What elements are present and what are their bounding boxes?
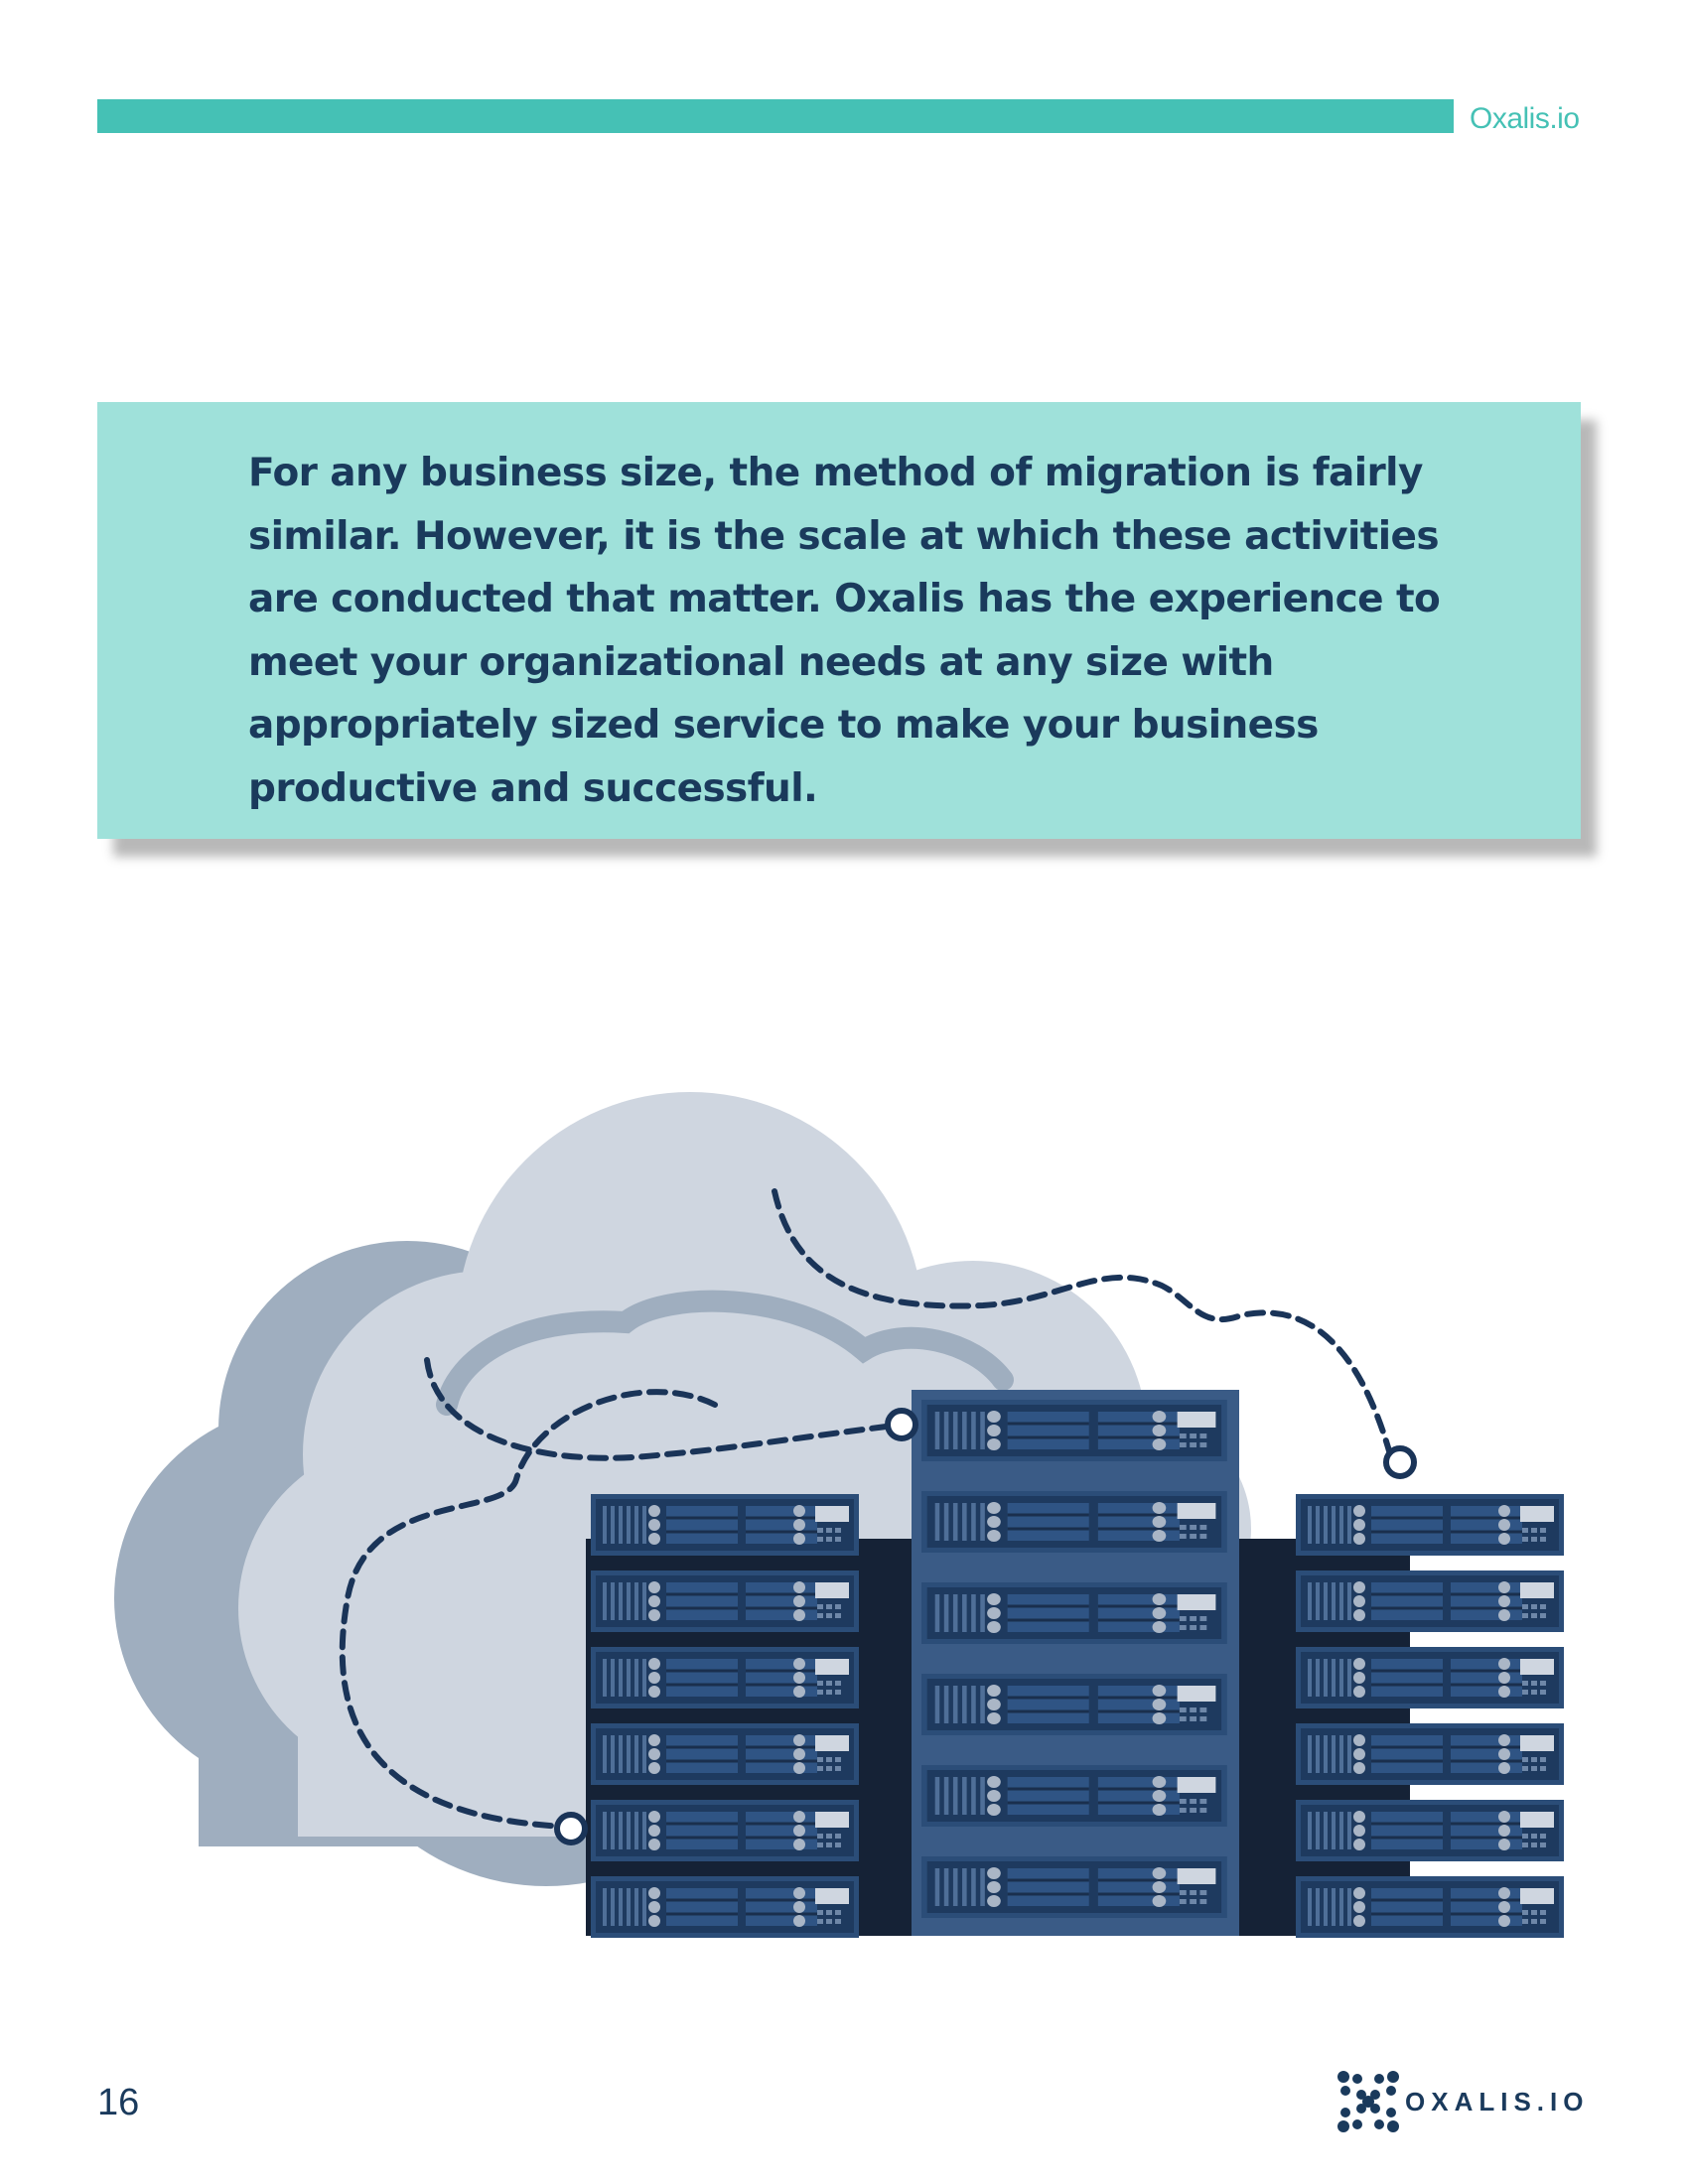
footer-logo: OXALIS.IO: [1336, 2069, 1584, 2134]
page-number: 16: [97, 2082, 140, 2123]
header-brand: Oxalis.io: [1470, 102, 1580, 135]
callout-text: For any business size, the method of mig…: [248, 451, 1441, 811]
header-accent-bar: [97, 99, 1454, 133]
cloud-server-icon: [114, 1092, 1566, 1940]
oxalis-logo-icon: [1337, 2071, 1399, 2132]
logo-text: OXALIS.IO: [1405, 2087, 1590, 2116]
callout-box: For any business size, the method of mig…: [97, 402, 1581, 839]
